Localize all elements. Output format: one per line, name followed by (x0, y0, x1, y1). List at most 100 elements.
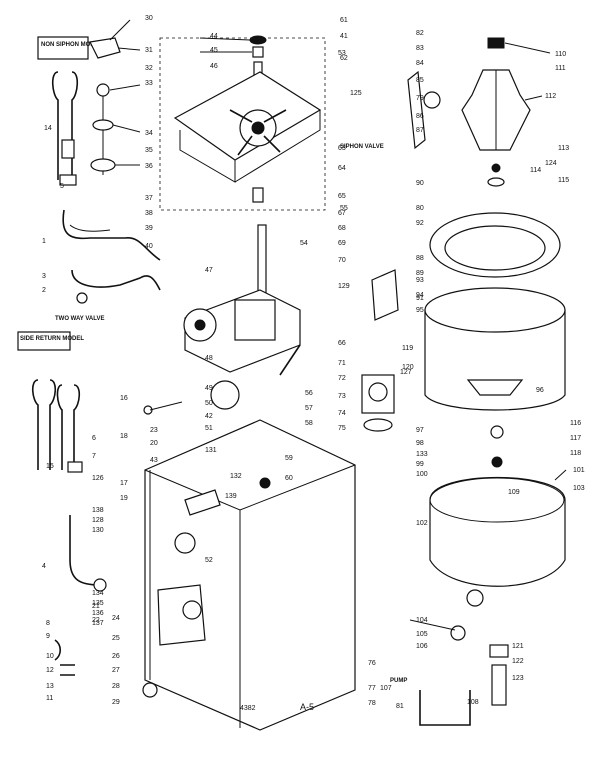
part-89: 89 (416, 270, 424, 277)
hose-clamp-14 (61, 139, 75, 159)
part-130: 130 (92, 527, 104, 534)
part-108: 108 (467, 699, 479, 706)
part-7: 7 (92, 453, 96, 460)
part-128: 128 (92, 517, 104, 524)
transmission-top-group (159, 35, 326, 211)
part-92: 92 (416, 220, 424, 227)
part-84: 84 (416, 60, 424, 67)
part-74: 74 (338, 410, 346, 417)
part-38: 38 (145, 210, 153, 217)
part-42: 42 (205, 413, 213, 420)
siphon-tube-84 (407, 70, 426, 150)
drain-hose-81 (419, 690, 471, 726)
pump-bracket-24 (157, 584, 206, 646)
drain-hose-4 (69, 515, 101, 586)
part-98: 98 (416, 440, 424, 447)
valve-plate-36 (90, 158, 116, 172)
part-number-labels: 30 31 32 33 34 35 36 37 38 39 40 41 42 4… (42, 15, 585, 710)
pulley-hub (194, 319, 206, 331)
part-118: 118 (570, 450, 581, 457)
bearing-48 (252, 187, 264, 203)
brake-assembly-49 (210, 380, 240, 410)
part-114: 114 (530, 167, 541, 174)
part-107: 107 (380, 685, 392, 692)
two-way-valve-label: TWO WAY VALVE (55, 316, 104, 322)
part-63: 63 (338, 145, 346, 152)
clutch-assembly (234, 299, 276, 341)
transmission-frame-outline (159, 37, 326, 211)
part-113: 113 (558, 145, 569, 152)
tub-nut-99 (491, 456, 503, 468)
part-79: 79 (416, 95, 424, 102)
drain-port-104 (466, 589, 484, 607)
part-51: 51 (205, 425, 213, 432)
hose-122 (491, 664, 507, 706)
spin-basket-95 (424, 309, 566, 411)
part-39: 39 (145, 225, 153, 232)
hub-center (251, 121, 265, 135)
part-32: 32 (145, 65, 153, 72)
part-134: 134 (92, 590, 104, 597)
part-59: 59 (285, 455, 293, 462)
part-115: 115 (558, 177, 569, 184)
valve-ball-33 (96, 83, 110, 97)
part-75: 75 (338, 425, 346, 432)
part-82: 82 (416, 30, 424, 37)
part-46: 46 (210, 63, 218, 70)
part-70: 70 (338, 257, 346, 264)
part-68: 68 (338, 225, 346, 232)
part-103: 103 (573, 485, 585, 492)
part-101: 101 (573, 467, 585, 474)
part-71: 71 (338, 360, 346, 367)
part-95: 95 (416, 307, 424, 314)
part-58: 58 (305, 420, 313, 427)
basket-hub-96 (466, 379, 524, 396)
part-43: 43 (150, 457, 158, 464)
siphon-bracket (89, 37, 121, 59)
motor-bracket-66 (371, 269, 399, 321)
part-67: 67 (338, 210, 346, 217)
part-100: 100 (416, 471, 428, 478)
base-plate-edge-right (234, 110, 321, 183)
part-55: 55 (340, 205, 348, 212)
part-121: 121 (512, 643, 524, 650)
part-15: 15 (46, 463, 54, 470)
motor-mount-74 (363, 418, 393, 432)
part-76: 76 (368, 660, 376, 667)
wire-18 (149, 401, 183, 411)
part-41: 41 (340, 33, 348, 40)
part-13: 13 (46, 683, 54, 690)
tub-group: PUMP (390, 37, 566, 726)
part-97: 97 (416, 427, 424, 434)
part-45: 45 (210, 47, 218, 54)
part-131: 131 (205, 447, 217, 454)
motor-group: SIPHON VALVE (340, 70, 441, 432)
part-16: 16 (120, 395, 128, 402)
part-35: 35 (145, 147, 153, 154)
basket-rim (424, 287, 566, 333)
part-104: 104 (416, 617, 428, 624)
part-23: 23 (150, 427, 158, 434)
part-124: 124 (545, 160, 557, 167)
part-85: 85 (416, 77, 424, 84)
part-53: 53 (338, 50, 346, 57)
part-122: 122 (512, 658, 524, 665)
clamp-2 (76, 292, 88, 304)
part-135: 135 (92, 600, 104, 607)
part-132: 132 (230, 473, 242, 480)
pump-33 (182, 600, 202, 620)
leader-lines (109, 19, 567, 631)
hose-3 (71, 269, 161, 291)
part-138: 138 (92, 507, 104, 514)
side-return-model-label: SIDE RETURN MODEL (20, 336, 84, 342)
part-25: 25 (112, 635, 120, 642)
part-83: 83 (416, 45, 424, 52)
hose-clamp-5 (59, 174, 77, 186)
part-10: 10 (46, 653, 54, 660)
side-return-hose-right (56, 384, 81, 470)
part-9: 9 (46, 633, 50, 640)
part-64: 64 (338, 165, 346, 172)
part-119: 119 (402, 345, 413, 352)
coupling-4 (67, 461, 83, 473)
part-52: 52 (205, 557, 213, 564)
